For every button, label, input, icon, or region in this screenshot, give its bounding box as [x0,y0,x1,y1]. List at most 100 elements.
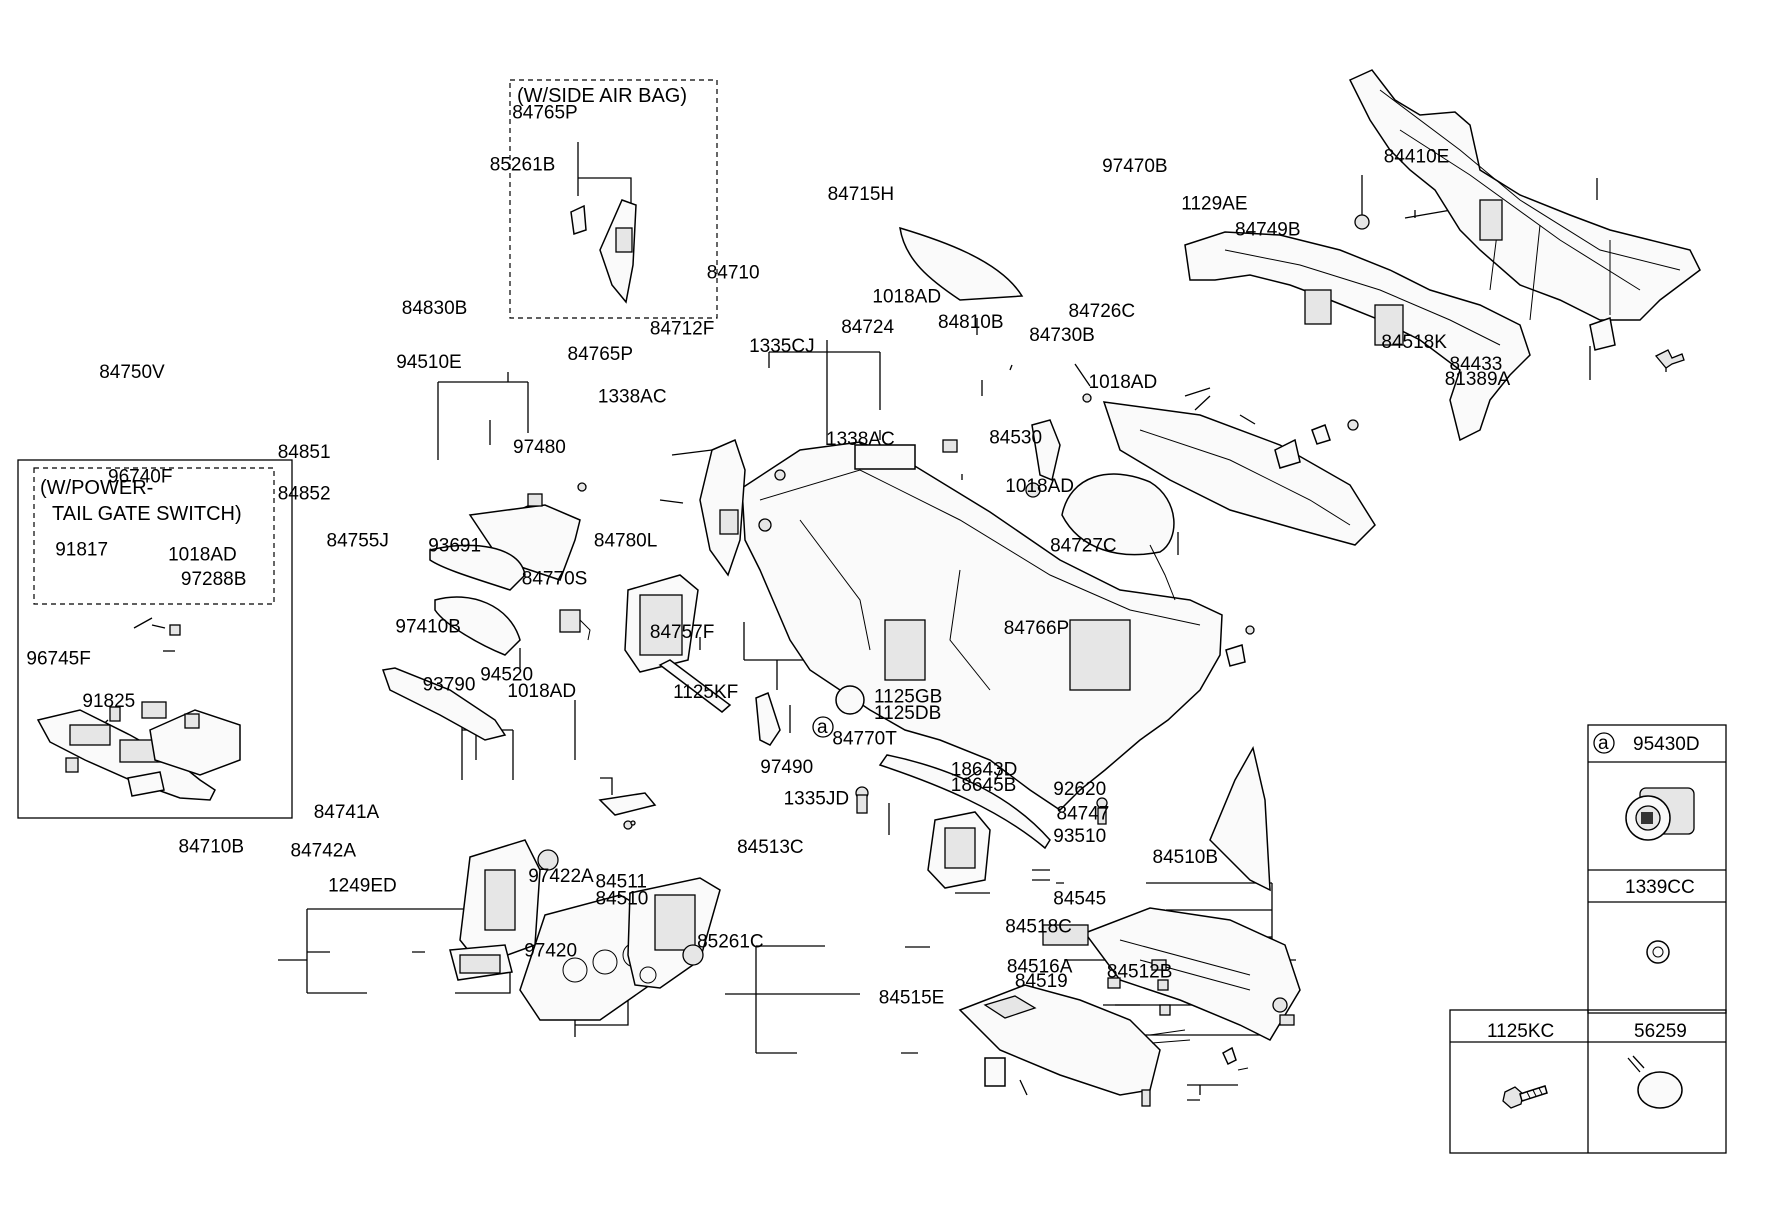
label-91817: 91817 [55,540,108,561]
label-94510e: 94510E [396,352,462,373]
label-1335cj: 1335CJ [749,336,815,357]
label-92620: 92620 [1053,779,1106,800]
upper-panel-84810b-drawing [1102,401,1376,546]
label-93691: 93691 [428,536,481,557]
label-84742a: 84742A [291,840,357,861]
callout-marker-text: a [817,717,828,738]
label-84749b: 84749B [1235,219,1301,240]
label-84755j: 84755J [327,531,389,552]
label-96745f: 96745F [26,648,90,669]
legend-1125kc: 1125KC [1487,1021,1554,1042]
label-1018ad-top: 1018AD [872,287,941,308]
legend-table: a 95430D 1339CC 1125KC 56259 [1449,724,1727,1154]
label-84780l: 84780L [594,531,657,552]
label-93790: 93790 [423,675,476,696]
label-84770s: 84770S [522,568,588,589]
side-air-bag-title: (W/SIDE AIR BAG) [517,85,687,107]
label-84516a: 84516A [1007,957,1073,978]
power-tailgate-title-1: (W/POWER- [40,477,153,499]
label-85261b-top: 85261B [490,155,556,176]
label-94520: 94520 [480,664,533,685]
power-tailgate-title-2: TAIL GATE SWITCH) [52,503,242,525]
label-84757f: 84757F [650,622,714,643]
label-84511: 84511 [596,872,647,893]
label-84765p-mid: 84765P [568,344,634,365]
label-84518c: 84518C [1005,917,1072,938]
label-1338ac-b: 1338AC [598,387,667,408]
side-airbag-trim-drawing [570,199,637,304]
clip-1339cc-drawing [1646,940,1670,964]
fasteners-top-drawing [1354,214,1685,369]
label-1018ad-low: 1018AD [507,681,576,702]
vent-97490-drawing [927,811,991,889]
label-84712f: 84712F [650,319,714,340]
vent-97480-drawing [624,574,699,673]
label-97480: 97480 [513,437,566,458]
label-1018ad-mid: 1018AD [1005,476,1074,497]
label-84747: 84747 [1057,804,1110,825]
label-96740f: 96740F [108,467,172,488]
label-1018ad-right: 1018AD [1089,372,1158,393]
label-84724: 84724 [841,317,894,338]
garnish-84770t-drawing [878,754,1051,850]
label-84410e: 84410E [1384,147,1450,168]
label-84730b: 84730B [1029,325,1095,346]
label-84770t: 84770T [832,728,897,749]
label-84530: 84530 [989,427,1042,448]
column-covers-drawing [381,482,591,741]
cover-84766p-drawing [1209,745,1271,892]
label-81389a: 81389A [1445,369,1511,390]
label-93510: 93510 [1053,826,1106,847]
label-84519: 84519 [1015,971,1068,992]
label-97288b: 97288B [181,569,247,590]
glove-box-drawing [958,907,1301,1107]
legend-95430d: 95430D [1633,734,1700,755]
legend-1339cc: 1339CC [1625,877,1695,898]
label-84710b: 84710B [179,836,245,857]
lower-panel-84750v-drawing [36,624,241,801]
label-84518k: 84518K [1381,332,1447,353]
tie-56259-drawing [1627,1055,1683,1109]
label-1125db: 1125DB [874,703,941,724]
legend-56259: 56259 [1634,1021,1687,1042]
label-18643d: 18643D [951,760,1018,781]
label-84512b: 84512B [1107,961,1173,982]
dash-frame-84410e-drawing [1348,69,1701,321]
label-84515e: 84515E [879,988,945,1009]
bolt-1125kc-drawing [1502,1085,1548,1109]
label-84727c: 84727C [1050,536,1117,557]
label-84766p: 84766P [1004,618,1070,639]
bracket-84724-drawing [1031,419,1061,482]
vent-97420-drawing [627,877,721,989]
label-91825: 91825 [82,691,135,712]
label-84433: 84433 [1450,354,1503,375]
label-97420: 97420 [524,941,577,962]
label-84710: 84710 [707,263,760,284]
switch-95430d-drawing [1625,787,1695,841]
label-84513c: 84513C [737,837,804,858]
label-1335jd: 1335JD [784,788,850,809]
label-97422a: 97422A [528,866,594,887]
part-labels: 84765P 85261B 84715H 97470B 1129AE 84749… [26,103,1510,1009]
label-84715h: 84715H [828,184,895,205]
label-1125gb: 1125GB [874,687,942,708]
airbag-84530-drawing [1061,473,1176,601]
label-1125kf: 1125KF [673,682,738,703]
label-18645b: 18645B [951,775,1017,796]
crash-pad-84710-drawing [741,441,1223,811]
panel-84765p-mid-drawing [699,438,786,577]
callout-marker-a: a [812,716,834,738]
label-1249ed: 1249ED [328,876,397,897]
small-parts-center-drawing [658,439,1108,825]
label-84765p-top: 84765P [512,103,578,124]
panel-84750v-frame: (W/POWER- TAIL GATE SWITCH) [17,459,293,819]
label-84510b: 84510B [1153,847,1219,868]
label-85261c: 85261C [697,932,764,953]
label-1129ae: 1129AE [1181,194,1247,215]
label-97490: 97490 [760,757,813,778]
label-84750v: 84750V [99,362,165,383]
label-1018ad-left: 1018AD [168,544,237,565]
label-84852: 84852 [278,483,331,504]
